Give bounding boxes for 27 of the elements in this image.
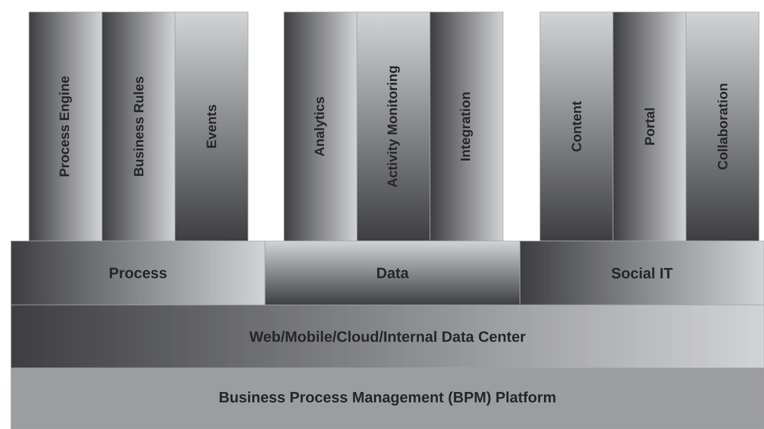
column-label: Portal xyxy=(644,108,654,145)
column-label: Analytics xyxy=(314,97,327,156)
layer-label: Web/Mobile/Cloud/Internal Data Center xyxy=(249,330,526,342)
layer-label: Data xyxy=(377,268,409,278)
column-box xyxy=(430,12,504,242)
column-box xyxy=(612,12,686,242)
column-box xyxy=(28,12,102,242)
column-box xyxy=(356,12,430,242)
column-box xyxy=(284,12,358,242)
layer-band xyxy=(10,240,266,306)
column-label: Content xyxy=(572,101,582,152)
column-label: Business Rules xyxy=(134,76,144,176)
column-label: Collaboration xyxy=(718,84,728,170)
layer-label: Process xyxy=(110,268,167,278)
layer-band xyxy=(264,240,520,306)
column-box xyxy=(540,12,614,242)
column-label: Integration xyxy=(460,92,473,160)
layer-band xyxy=(10,368,764,429)
column-label: Events xyxy=(206,104,216,148)
column-label: Process Engine xyxy=(59,76,72,176)
layer-label: Business Process Management (BPM) Platform xyxy=(220,391,556,406)
layer-label: Social IT xyxy=(612,268,673,278)
layer-band xyxy=(520,240,764,306)
column-box xyxy=(102,12,176,242)
column-box xyxy=(686,12,760,242)
column-box xyxy=(174,12,248,242)
column-label: Activity Monitoring xyxy=(387,66,400,188)
